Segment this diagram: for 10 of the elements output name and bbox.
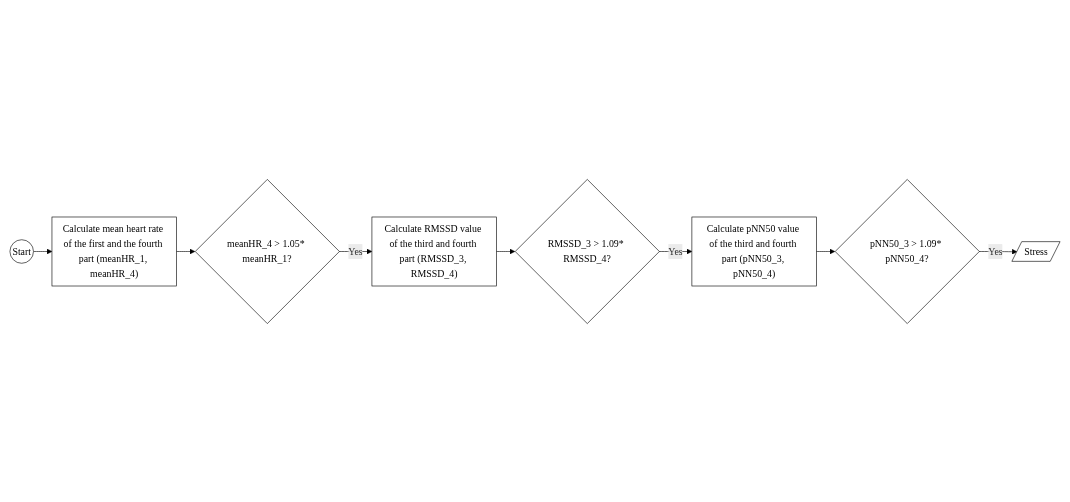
edge-label: Yes: [668, 245, 683, 256]
edge-label: Yes: [348, 245, 363, 256]
node-box: Calculate RMSSD value of the third and fourth part (RMSSD_3, RMSSD_4): [371, 216, 497, 286]
node-box: Calculate pNN50 value of the third and fourth part (pNN50_3, pNN50_4): [691, 216, 817, 286]
node-circle: Start: [9, 238, 34, 264]
node-box: Calculate mean heart rate of the first and the fourth part (meanHR_1, meanHR_4): [51, 216, 177, 286]
node-diamond: RMSSD_3 > 1.09* RMSSD_4?: [514, 178, 660, 324]
edge-label: Yes: [988, 245, 1003, 256]
node-diamond: meanHR_4 > 1.05* meanHR_1?: [194, 178, 340, 324]
node-diamond: pNN50_3 > 1.09* pNN50_4?: [834, 178, 980, 324]
